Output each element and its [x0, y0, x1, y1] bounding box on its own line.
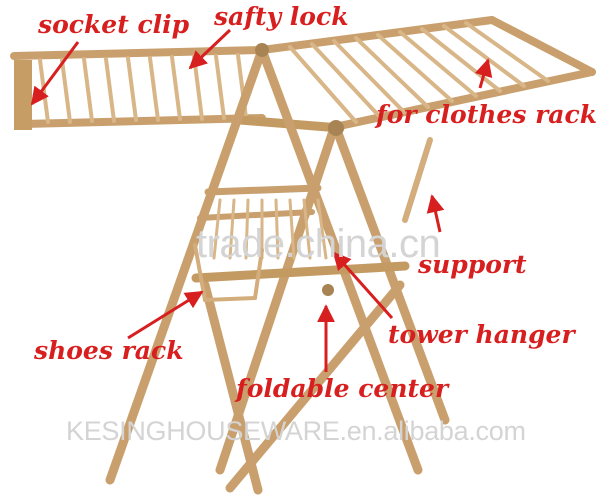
shoes-rack-shelf [191, 243, 410, 302]
watermark-bottom: KESINGHOUSEWARE.en.alibaba.com [66, 416, 526, 446]
foldable-center-knob [322, 284, 334, 296]
tower-hanger-shelf [197, 184, 328, 260]
annotation-arrows [30, 28, 493, 372]
label-support: support [418, 250, 527, 279]
watermark-center: trade.china.cn [196, 222, 441, 266]
label-clothes-rack: for clothes rack [376, 100, 598, 129]
label-foldable-center: foldable center [236, 374, 449, 403]
left-wing [10, 46, 266, 130]
label-shoes-rack: shoes rack [34, 336, 184, 365]
right-wing [258, 16, 596, 132]
label-tower-hanger: tower hanger [388, 320, 575, 349]
support-arm [402, 137, 433, 223]
label-safety-lock: safty lock [214, 2, 349, 31]
frame-legs [105, 45, 450, 495]
hinge-knob [328, 120, 344, 136]
hinge-knob [255, 43, 269, 57]
label-socket-clip: socket clip [38, 10, 190, 39]
